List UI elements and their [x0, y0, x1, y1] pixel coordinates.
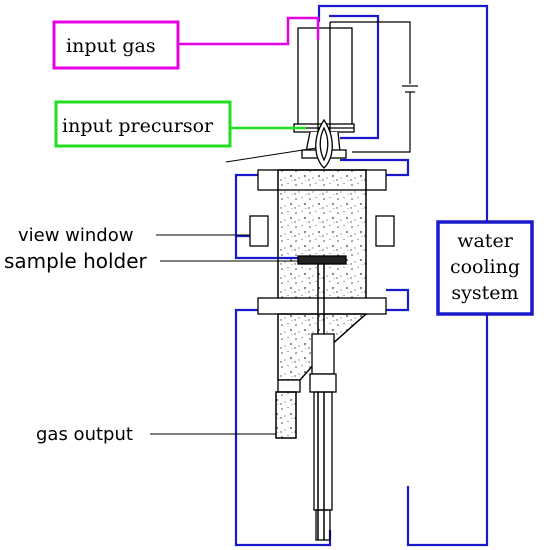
torch-tube	[293, 22, 355, 169]
water-cooling-label-line1: water	[457, 230, 513, 252]
electrode-leader-line	[225, 147, 317, 163]
view-window-label: view window	[18, 225, 133, 246]
input-precursor-box	[54, 100, 232, 148]
sample-holder-label: sample holder	[4, 249, 148, 273]
water-cooling-box	[436, 220, 534, 316]
water-cooling-label-line2: cooling	[450, 256, 520, 278]
sample-holder-assembly	[297, 255, 347, 541]
input-gas-label: input gas	[66, 35, 156, 57]
input-gas-line	[178, 16, 320, 46]
power-circuit	[330, 21, 418, 153]
water-cooling-label-line3: system	[451, 282, 518, 304]
water-cooling-callout: water cooling system	[436, 220, 534, 316]
input-precursor-callout: input precursor	[54, 100, 306, 148]
reactor-chamber	[249, 169, 395, 439]
input-precursor-label: input precursor	[62, 115, 214, 137]
gas-output-label: gas output	[36, 424, 133, 445]
input-gas-callout: input gas	[52, 16, 320, 70]
